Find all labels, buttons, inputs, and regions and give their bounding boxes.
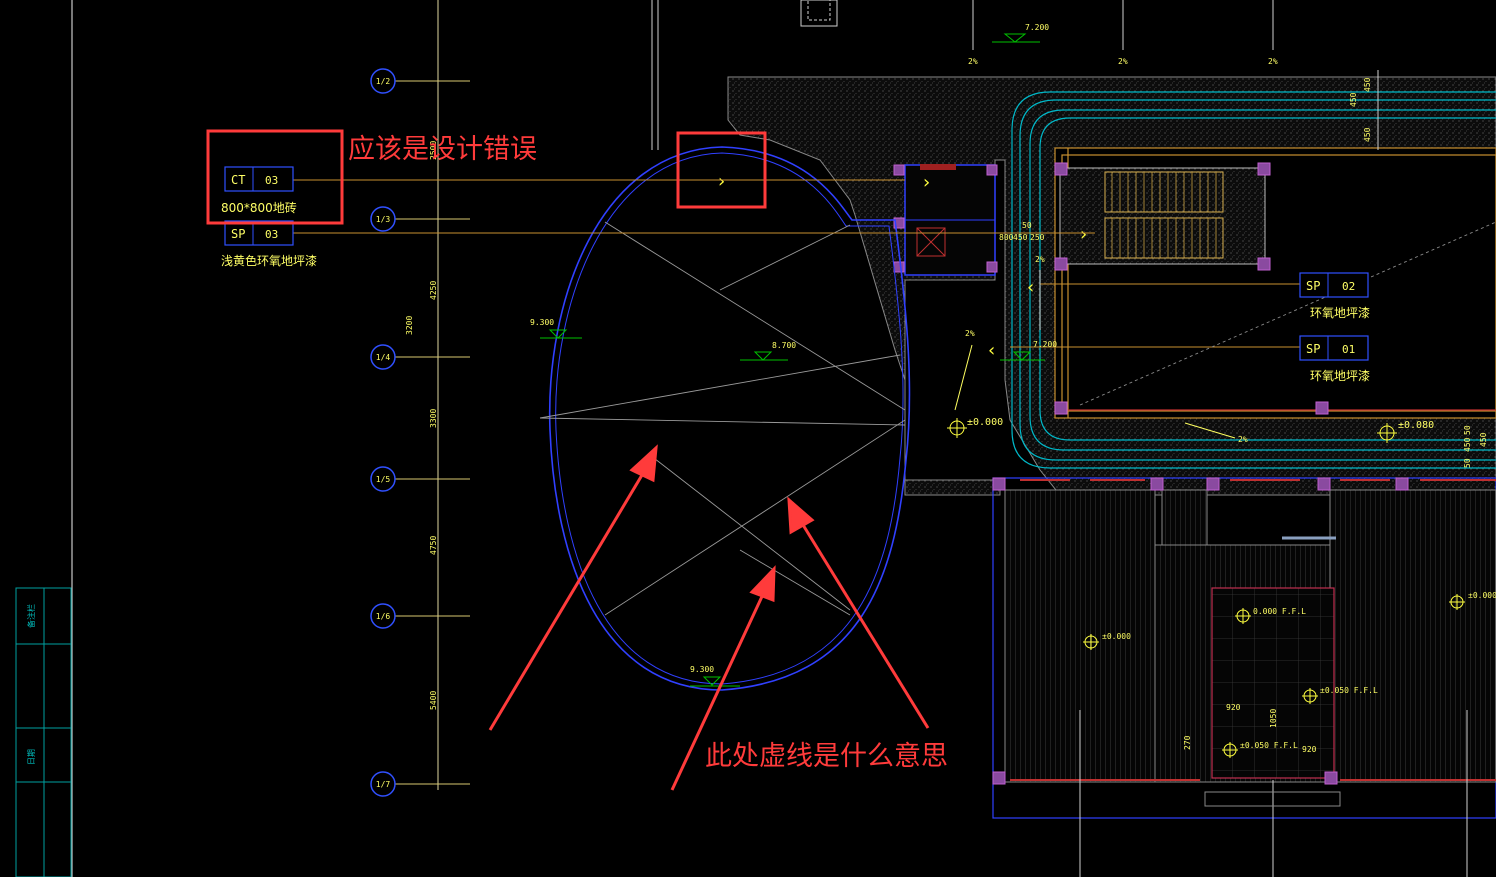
room-dim-4: 270 [1183,735,1192,750]
elevation-center: 8.700 [772,341,796,350]
tag-ct03-num: 03 [265,174,278,187]
grid-dim-2: 4250 [429,281,438,300]
elevation-mid: 7.200 [1033,340,1057,349]
slope-top-2: 2% [1118,57,1128,66]
tag-ct03-desc: 800*800地砖 [221,200,297,215]
tag-ct03[interactable]: CT 03 800*800地砖 [221,166,297,215]
grid-dim-3: 3200 [405,316,414,335]
tag-sp02[interactable]: SP 02 环氧地坪漆 [1299,272,1370,320]
elevation-zero-3: ±0.000 [1102,632,1131,641]
elevation-ffl-3: ±0.050 F.F.L [1240,741,1298,750]
elevator-core: › 800 450 250 50 [893,164,1045,276]
tag-sp01-desc: 环氧地坪漆 [1310,369,1370,383]
grid-axes: 1/2 1/3 1/4 1/5 1/6 1/7 2500 4250 3200 3… [370,68,470,797]
grid-label-2: 1/3 [376,215,391,224]
tag-sp03-num: 03 [265,228,278,241]
tag-sp03[interactable]: SP 03 浅黄色环氧地坪漆 [221,220,317,268]
grid-dim-1: 2500 [429,141,438,160]
annotation-box-tag [206,129,344,225]
tag-sp01-code: SP [1306,342,1320,356]
stair-core: › [1054,162,1329,415]
stair-dim-1: 800 [999,233,1014,242]
elevation-zero-4: ±0.000 [1468,591,1496,600]
grid-dim-6: 5400 [429,691,438,710]
stair-dim-2: 450 [1013,233,1028,242]
slope-mid-1: 2% [965,329,975,338]
arrow-elevator: › [923,172,930,193]
annotation-arrows [488,444,930,791]
room-dim-3: 920 [1302,745,1317,754]
room-dim-2: 1050 [1269,709,1278,728]
right-dim-7: 50 [1463,458,1472,468]
elevation-ffl-2: ±0.050 F.F.L [1320,686,1378,695]
tag-sp03-desc: 浅黄色环氧地坪漆 [221,254,317,268]
grid-dim-5: 4750 [429,536,438,555]
elevation-bottom: 9.300 [690,665,714,674]
grid-label-4: 1/5 [376,475,391,484]
slope-top-1: 2% [968,57,978,66]
grid-dim-4: 3300 [429,409,438,428]
top-reference-lines [437,0,1274,790]
slope-mid-2: 2% [1035,255,1045,264]
grid-label-1: 1/2 [376,77,391,86]
annotation-design-error: 应该是设计错误 [348,134,537,165]
tag-sp02-code: SP [1306,279,1320,293]
arrow-stair: › [1080,224,1087,245]
grid-bubble-4 [370,466,396,492]
sidebar-remarks-label: 备注栏 [26,604,36,628]
stair-dim-4: 50 [1022,221,1032,230]
tag-sp01[interactable]: SP 01 环氧地坪漆 [1299,335,1370,383]
right-dim-3: 450 [1363,127,1372,142]
right-dim-6: 450 [1463,437,1472,452]
tag-sp03-code: SP [231,227,245,241]
stair-dim-3: 250 [1030,233,1045,242]
tag-ct03-code: CT [231,173,245,187]
grid-bubble-2 [370,206,396,232]
grid-label-3: 1/4 [376,353,391,362]
arrow-oval-top: › [718,171,725,192]
drawing-frame-left: 备注栏 日期 [15,0,73,877]
lower-building: ±0.000 ±0.000 0.000 F.F.L ±0.050 F.F.L ±… [992,477,1496,877]
oval-elevations: 9.300 8.700 9.300 › [530,171,796,687]
grid-bubble-3 [370,344,396,370]
tag-leaders [293,179,1300,348]
pavement-markers: 7.200 2% 2% 2% ‹ ‹ ±0.000 ±0.080 [947,255,1434,444]
elevation-zero-1: ±0.000 [967,417,1003,428]
tag-sp02-desc: 环氧地坪漆 [1310,306,1370,320]
right-dim-2: 450 [1349,92,1358,107]
grid-label-5: 1/6 [376,612,391,621]
arrow-pave-1: ‹ [988,340,995,361]
right-dim-1: 450 [1363,77,1372,92]
slope-top-3: 2% [1268,57,1278,66]
grid-bubble-1 [370,68,396,94]
top-slope-marks: 7.200 2% 2% 2% [968,23,1278,66]
right-dimensions: 450 450 450 450 50 450 50 [1349,70,1488,468]
grid-label-6: 1/7 [376,780,391,789]
right-dim-4: 450 [1479,432,1488,447]
elevation-left: 9.300 [530,318,554,327]
oval-diagonal-lines [539,221,906,616]
tag-sp01-num: 01 [1342,343,1355,356]
room-dim-1: 920 [1226,703,1241,712]
elevation-zero-2: ±0.080 [1398,420,1434,431]
elevation-top: 7.200 [1025,23,1049,32]
tag-sp02-num: 02 [1342,280,1355,293]
grid-bubble-6 [370,771,396,797]
arrow-pave-2: ‹ [1027,277,1034,298]
grid-bubble-5 [370,603,396,629]
right-dim-5: 50 [1463,425,1472,435]
sidebar-date-label: 日期 [27,749,36,765]
annotation-box-arrow [676,131,767,209]
slope-bottom: 2% [1238,435,1248,444]
annotation-dashed-question: 此处虚线是什么意思 [705,741,948,772]
elevation-ffl-1: 0.000 F.F.L [1253,607,1306,616]
